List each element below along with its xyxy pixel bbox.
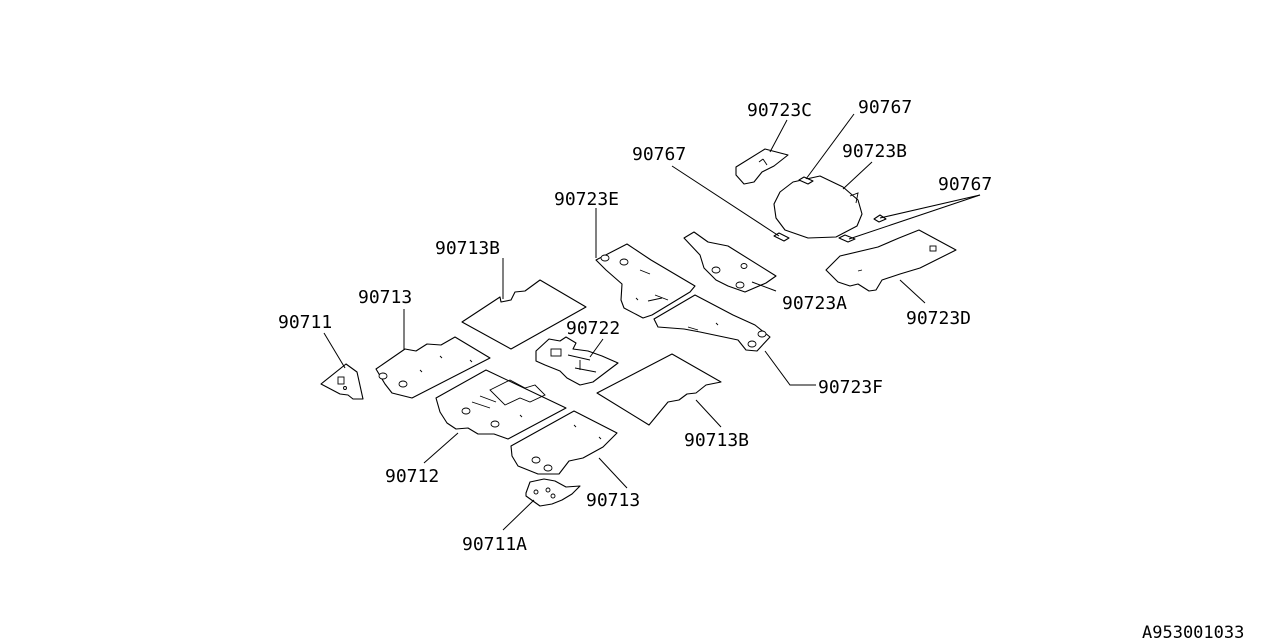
part-90712[interactable]	[435, 369, 567, 440]
callout-90723B: 90723B	[842, 141, 907, 162]
part-90711[interactable]	[320, 363, 364, 400]
reference-code: A953001033	[1142, 623, 1244, 640]
callout-90722: 90722	[566, 318, 620, 339]
callout-90767-top: 90767	[858, 97, 912, 118]
callout-90713B-top: 90713B	[435, 238, 500, 259]
part-90722[interactable]	[535, 336, 619, 386]
callout-90723C: 90723C	[747, 100, 812, 121]
callout-90711: 90711	[278, 312, 332, 333]
part-90767-strips[interactable]	[773, 176, 887, 243]
callout-90712: 90712	[385, 466, 439, 487]
part-90713-left[interactable]	[375, 336, 491, 399]
callout-90713-left: 90713	[358, 287, 412, 308]
callout-90713B-right: 90713B	[684, 430, 749, 451]
callout-90723E: 90723E	[554, 189, 619, 210]
leader-lines	[323, 113, 981, 531]
callout-90723A: 90723A	[782, 293, 847, 314]
part-90723F[interactable]	[653, 294, 771, 352]
callout-90723F: 90723F	[818, 377, 883, 398]
callout-90713-bottom: 90713	[586, 490, 640, 511]
callout-90723D: 90723D	[906, 308, 971, 329]
part-90723C[interactable]	[735, 148, 789, 185]
part-90713B-top[interactable]	[461, 279, 587, 350]
callout-90711A: 90711A	[462, 534, 527, 555]
part-90713-bottom[interactable]	[510, 410, 618, 475]
part-90723D[interactable]	[825, 229, 957, 292]
part-90713B-right[interactable]	[596, 353, 722, 426]
part-90723A[interactable]	[683, 231, 777, 293]
callout-90767-left: 90767	[632, 144, 686, 165]
callout-90767-right: 90767	[938, 174, 992, 195]
part-90711A[interactable]	[525, 478, 581, 507]
part-90723B[interactable]	[773, 175, 863, 239]
part-90723E[interactable]	[595, 243, 696, 319]
